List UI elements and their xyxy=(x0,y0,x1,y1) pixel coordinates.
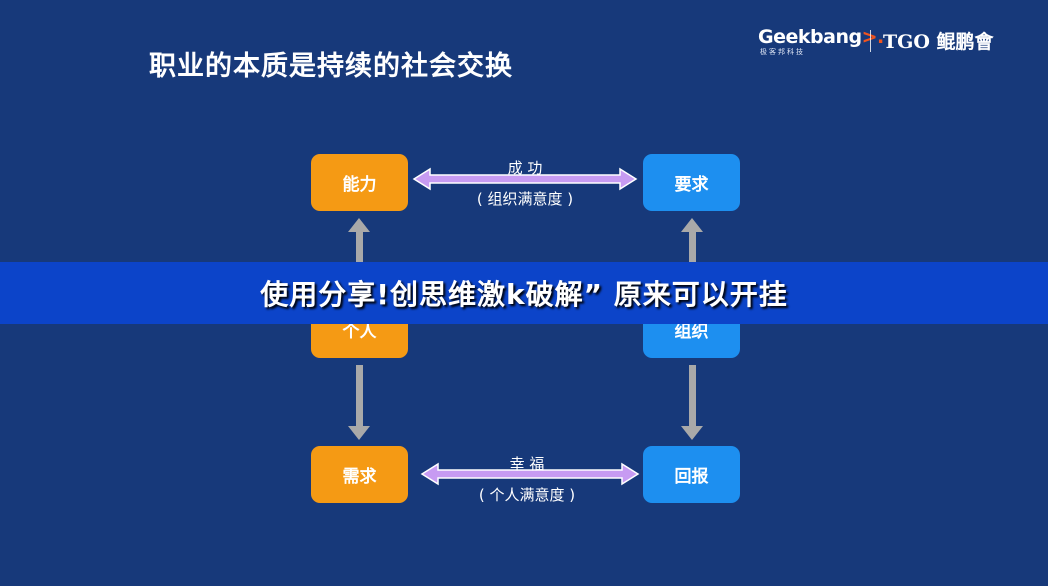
geekbang-logo: Geekbang>. xyxy=(758,26,884,48)
arrow-down-right-shaft xyxy=(689,365,696,428)
double-arrow-bottom xyxy=(420,462,640,486)
arrow-up-left-shaft xyxy=(356,231,363,266)
slide-title: 职业的本质是持续的社会交换 xyxy=(149,51,513,82)
tgo-logo: TGO 鲲鹏會 xyxy=(883,31,994,53)
edge-label-happiness: 幸 福 xyxy=(509,455,545,473)
double-arrow-top xyxy=(412,167,638,191)
node-ability: 能力 xyxy=(311,154,408,211)
node-reward: 回报 xyxy=(643,446,740,503)
arrow-down-right-head xyxy=(681,426,703,440)
arrow-down-left-shaft xyxy=(356,365,363,428)
edge-sub-personal-satisfaction: ( 个人满意度 ) xyxy=(478,486,576,504)
arrow-up-right-head xyxy=(681,218,703,232)
overlay-banner: 使用分享!创思维激k破解” 原来可以开挂 xyxy=(0,262,1048,324)
logo-separator xyxy=(870,30,871,52)
arrow-up-left-head xyxy=(348,218,370,232)
arrow-down-left-head xyxy=(348,426,370,440)
node-needs: 需求 xyxy=(311,446,408,503)
arrow-up-right-shaft xyxy=(689,231,696,266)
geekbang-subtitle: 极客邦科技 xyxy=(760,48,805,56)
edge-sub-org-satisfaction: ( 组织满意度 ) xyxy=(476,190,574,208)
logo: Geekbang>. 极客邦科技 TGO 鲲鹏會 xyxy=(758,26,1018,60)
banner-text: 使用分享!创思维激k破解” 原来可以开挂 xyxy=(260,278,788,311)
node-requirement: 要求 xyxy=(643,154,740,211)
edge-label-success: 成 功 xyxy=(507,159,543,177)
